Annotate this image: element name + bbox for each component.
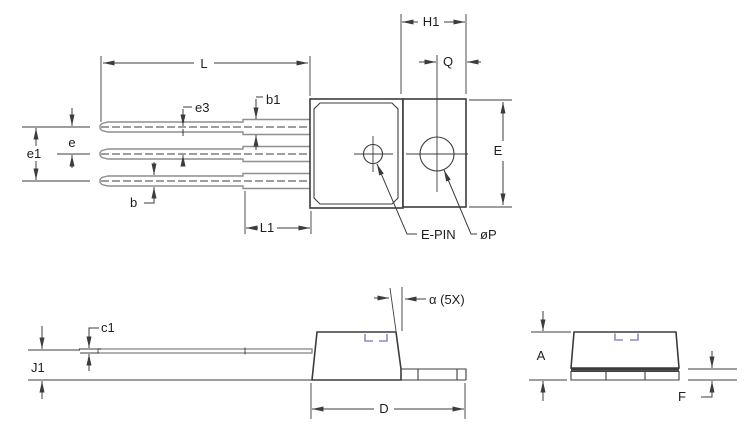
dim-D: D xyxy=(310,383,466,419)
dim-label-L: L xyxy=(200,56,207,71)
end-view: A F xyxy=(529,311,737,404)
front-view: L e3 b1 e e1 xyxy=(22,14,512,242)
dim-Q: Q xyxy=(419,54,481,69)
dim-label-A: A xyxy=(537,348,546,363)
dim-E: E xyxy=(469,99,512,208)
dim-label-b1: b1 xyxy=(266,92,280,107)
dim-label-F: F xyxy=(678,389,686,404)
dim-label-b: b xyxy=(130,195,137,210)
lead-3 xyxy=(99,172,312,190)
dim-L1: L1 xyxy=(244,191,312,235)
dim-label-H1: H1 xyxy=(423,14,440,29)
lead-2 xyxy=(99,145,312,163)
dim-F: F xyxy=(678,351,737,404)
dim-L: L xyxy=(100,56,311,122)
callout-e-pin: E-PIN xyxy=(376,163,456,242)
side-view: α (5X) c1 J1 D xyxy=(28,287,467,419)
dim-label-e3: e3 xyxy=(195,100,209,115)
callout-hole-diameter: øP xyxy=(443,169,497,242)
marking-area-brackets-end xyxy=(614,333,639,341)
heatsink-tab-outline xyxy=(402,98,467,208)
dim-label-E: E xyxy=(494,143,503,158)
mold-body-end-profile xyxy=(570,331,680,369)
mounting-hole-crosshair xyxy=(406,55,468,192)
tab-side-profile xyxy=(401,368,467,380)
dim-A: A xyxy=(529,311,571,401)
dim-alpha: α (5X) xyxy=(374,287,465,332)
marking-area-brackets-side xyxy=(364,334,388,342)
dim-label-Q: Q xyxy=(443,54,453,69)
dim-b: b xyxy=(130,162,157,210)
dim-label-L1: L1 xyxy=(260,220,274,235)
e-pin-hole-crosshair xyxy=(354,136,393,172)
dim-label-D: D xyxy=(379,401,388,416)
leads-end-profile xyxy=(570,370,680,381)
lead-side-profile xyxy=(97,348,313,354)
callout-label-hole-diameter: øP xyxy=(480,227,497,242)
dim-label-alpha: α (5X) xyxy=(429,292,465,307)
dim-c1: c1 xyxy=(79,320,115,371)
dim-e: e xyxy=(22,108,90,182)
lead-1 xyxy=(99,118,312,136)
dim-b1: b1 xyxy=(253,92,280,150)
dim-J1: J1 xyxy=(28,326,80,399)
dim-label-e: e xyxy=(68,135,75,150)
dim-label-J1: J1 xyxy=(31,360,45,375)
mold-body-inner-edge xyxy=(313,102,399,205)
dim-label-c1: c1 xyxy=(101,320,115,335)
dim-e1: e1 xyxy=(27,128,41,180)
dim-H1: H1 xyxy=(400,14,467,94)
mold-body-outline xyxy=(309,98,404,209)
callout-label-e-pin: E-PIN xyxy=(421,227,456,242)
dim-label-e1: e1 xyxy=(27,146,41,161)
dim-e3: e3 xyxy=(180,100,209,167)
